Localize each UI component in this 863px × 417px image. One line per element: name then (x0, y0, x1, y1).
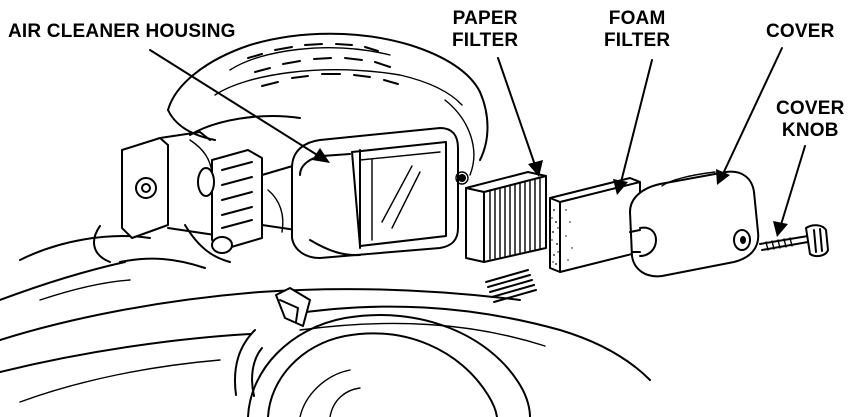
foam-filter-text-line2: FILTER (604, 30, 670, 52)
front-wheel (235, 315, 530, 417)
handle-bracket (276, 288, 310, 326)
engine-block (122, 132, 300, 262)
foam-filter (550, 178, 640, 272)
paper-filter-text-line2: FILTER (452, 30, 518, 52)
arrowhead-knob (773, 221, 788, 237)
cover-text: COVER (766, 21, 835, 42)
foam-filter-text-line1: FOAM (604, 8, 670, 30)
cover (630, 172, 758, 277)
cover-knob-text-line2: KNOB (776, 120, 845, 142)
label-cover: COVER (766, 21, 835, 43)
label-paper-filter: PAPER FILTER (452, 8, 518, 52)
air-cleaner-housing (292, 128, 468, 258)
air-cleaner-housing-text: AIR CLEANER HOUSING (8, 21, 236, 42)
label-foam-filter: FOAM FILTER (604, 8, 670, 52)
cover-knob-text-line1: COVER (776, 98, 845, 120)
label-air-cleaner-housing: AIR CLEANER HOUSING (8, 21, 236, 43)
paper-filter (466, 172, 546, 262)
label-cover-knob: COVER KNOB (776, 98, 845, 142)
cover-knob (760, 225, 828, 256)
recoil-grille (248, 44, 398, 86)
paper-filter-text-line1: PAPER (452, 8, 518, 30)
filter-strips (486, 270, 536, 302)
